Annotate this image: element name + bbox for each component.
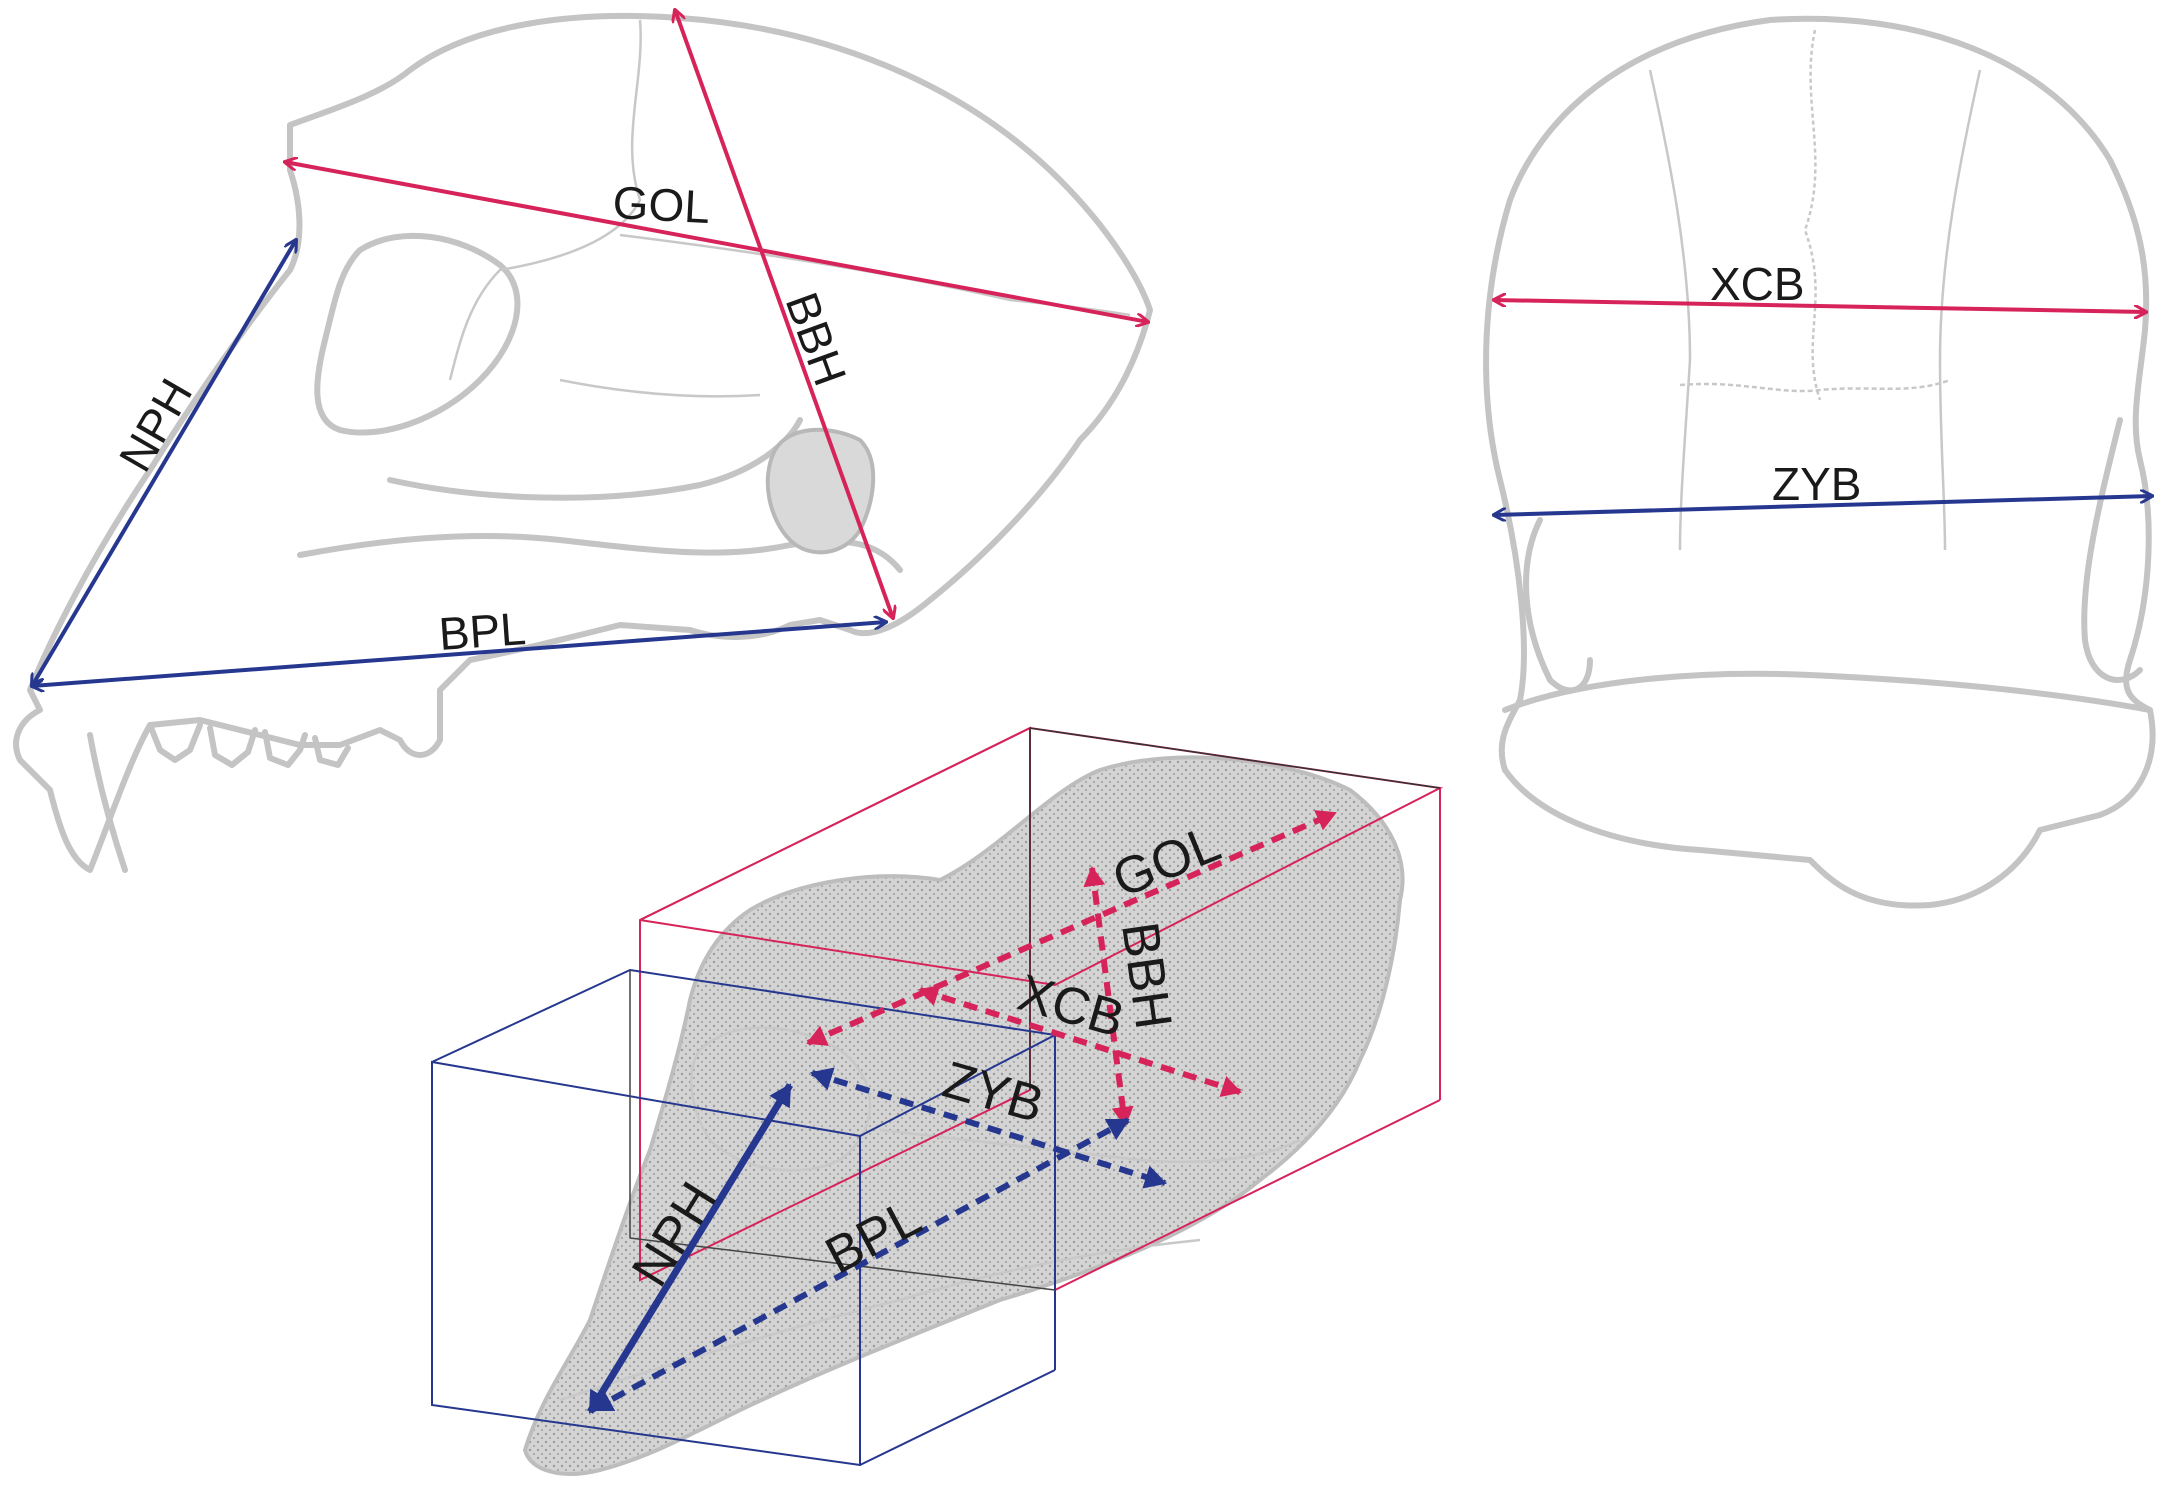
lateral-zygomatic-arch xyxy=(387,417,803,501)
lateral-measurements: GOL BBH NPH BPL xyxy=(32,10,1148,686)
lateral-bbh-line xyxy=(675,10,893,618)
lateral-nph-line xyxy=(32,240,296,686)
lateral-teeth xyxy=(87,722,351,873)
lateral-label-gol: GOL xyxy=(611,176,711,233)
posterior-label-xcb: XCB xyxy=(1710,258,1805,310)
posterior-mastoid-left xyxy=(1523,517,1593,694)
posterior-lambdoid-suture xyxy=(1679,378,1951,393)
posterior-zyb-line xyxy=(1494,496,2152,515)
oblique-3d-skull xyxy=(522,755,1405,1476)
posterior-skull-outline xyxy=(1483,15,2156,909)
lateral-label-bbh: BBH xyxy=(776,286,857,393)
lateral-skull-outline xyxy=(13,12,1153,873)
posterior-measurements: XCB ZYB xyxy=(1494,258,2152,515)
lateral-suture-3 xyxy=(559,378,761,398)
posterior-skull xyxy=(1483,15,2156,909)
posterior-label-zyb: ZYB xyxy=(1772,458,1861,510)
oblique-gol-line xyxy=(806,810,1337,1046)
oblique-xcb-line xyxy=(918,984,1242,1098)
lateral-skull xyxy=(13,12,1153,873)
lateral-ear-opening xyxy=(765,427,876,555)
cranial-box-back-top xyxy=(1029,727,1441,789)
posterior-xcb-line xyxy=(1494,300,2146,312)
posterior-sagittal-suture xyxy=(1803,29,1822,401)
lateral-gol-line xyxy=(285,162,1148,322)
posterior-mastoid-right xyxy=(2081,417,2143,683)
posterior-temporal-line-left xyxy=(1648,69,1692,551)
lateral-orbit xyxy=(314,232,521,436)
oblique-nph-line xyxy=(587,1083,793,1414)
lateral-label-bpl: BPL xyxy=(437,602,527,660)
facial-box-bottom-right xyxy=(859,1369,1056,1466)
lateral-bpl-line xyxy=(32,622,886,686)
oblique-skull-body xyxy=(522,755,1405,1476)
posterior-occipital xyxy=(1502,670,2153,713)
